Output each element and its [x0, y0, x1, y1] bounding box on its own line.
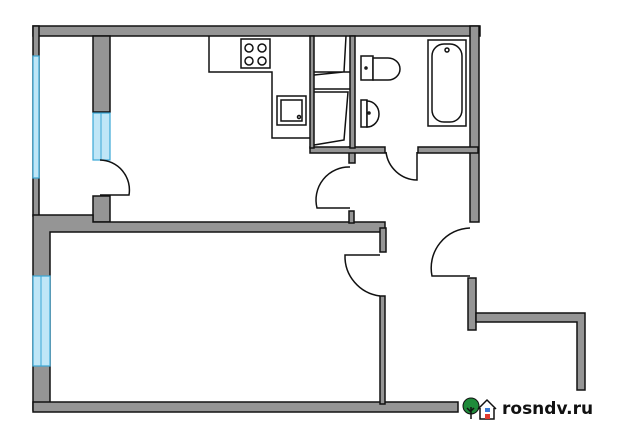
- living-door: [344, 254, 381, 297]
- balcony-window: [32, 55, 40, 179]
- bottom-wall: [32, 401, 459, 413]
- balcony-partition: [92, 35, 111, 113]
- toilet-icon: [360, 55, 401, 81]
- middle-wall: [32, 214, 386, 411]
- walls: [32, 25, 586, 413]
- entrance-door: [430, 227, 471, 277]
- windows: [32, 55, 111, 367]
- kitchen-door-stub-bottom: [348, 210, 355, 224]
- bathtub-icon: [427, 39, 467, 127]
- kitchen-door: [315, 166, 351, 209]
- house-tree-icon: [462, 397, 497, 420]
- top-wall: [32, 25, 481, 37]
- living-right-wall: [379, 295, 386, 405]
- right-wall-upper: [469, 25, 480, 223]
- balcony-stub: [92, 195, 111, 223]
- corridor-stub: [467, 277, 477, 331]
- closets: [313, 35, 350, 146]
- washbasin-icon: [360, 99, 380, 128]
- logo-text: rosndv.ru: [502, 399, 594, 419]
- corridor-wall: [475, 312, 586, 391]
- closet-bath-partition: [349, 35, 356, 149]
- closet-left-wall: [309, 35, 315, 149]
- bath-wall-left: [309, 146, 386, 154]
- doors: [99, 151, 471, 297]
- living-door-stub: [379, 227, 387, 253]
- kitchen-counter: [208, 36, 310, 139]
- stove-icon: [240, 38, 271, 69]
- bath-wall-right: [417, 146, 479, 154]
- sink-icon: [276, 95, 307, 126]
- logo: rosndv.ru: [462, 397, 593, 421]
- bathroom-door: [385, 151, 418, 181]
- balcony-door: [99, 159, 131, 196]
